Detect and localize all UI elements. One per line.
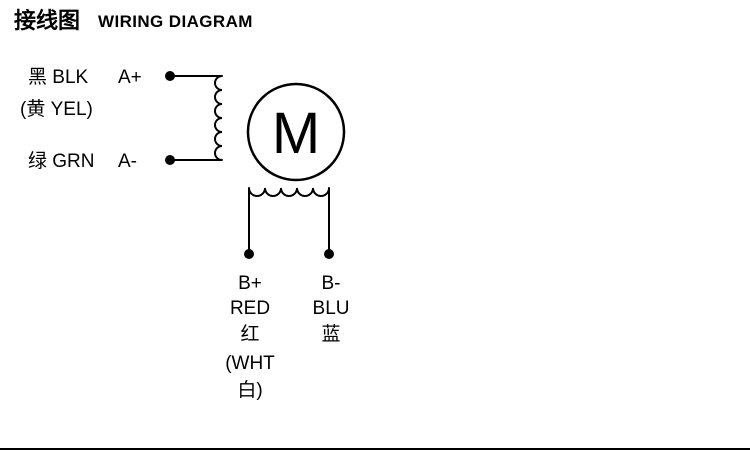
- page-title-chinese: 接线图: [14, 8, 80, 33]
- phase-b-plus-color-label: RED: [230, 298, 270, 319]
- phase-a-plus-terminal-label: A+: [118, 67, 142, 88]
- coil-phase-b: [248, 187, 330, 197]
- motor-circle: [246, 82, 346, 182]
- terminal-dot-b-minus: [324, 249, 334, 259]
- phase-a-minus-color-label: 绿 GRN: [28, 150, 95, 172]
- phase-b-plus-alt-color-zh-label: 白): [237, 379, 262, 401]
- page-title-english: WIRING DIAGRAM: [98, 12, 253, 31]
- phase-a-plus-color-label: 黑 BLK: [28, 67, 89, 88]
- terminal-dot-a-minus: [165, 155, 175, 165]
- phase-b-plus-terminal-label: B+: [238, 273, 262, 294]
- phase-b-plus-alt-color-label: (WHT: [225, 353, 275, 374]
- phase-b-plus-color-zh-label: 红: [240, 323, 259, 345]
- phase-b-minus-color-zh-label: 蓝: [321, 323, 340, 345]
- phase-a-minus-terminal-label: A-: [118, 151, 137, 172]
- phase-b-minus-terminal-label: B-: [322, 273, 341, 294]
- coil-phase-a: [214, 75, 223, 161]
- terminal-dot-b-plus: [244, 249, 254, 259]
- motor-letter: M: [272, 101, 320, 166]
- phase-a-alt-color-label: (黄 YEL): [20, 98, 93, 120]
- phase-b-minus-color-label: BLU: [313, 298, 350, 319]
- bottom-divider: [0, 448, 750, 450]
